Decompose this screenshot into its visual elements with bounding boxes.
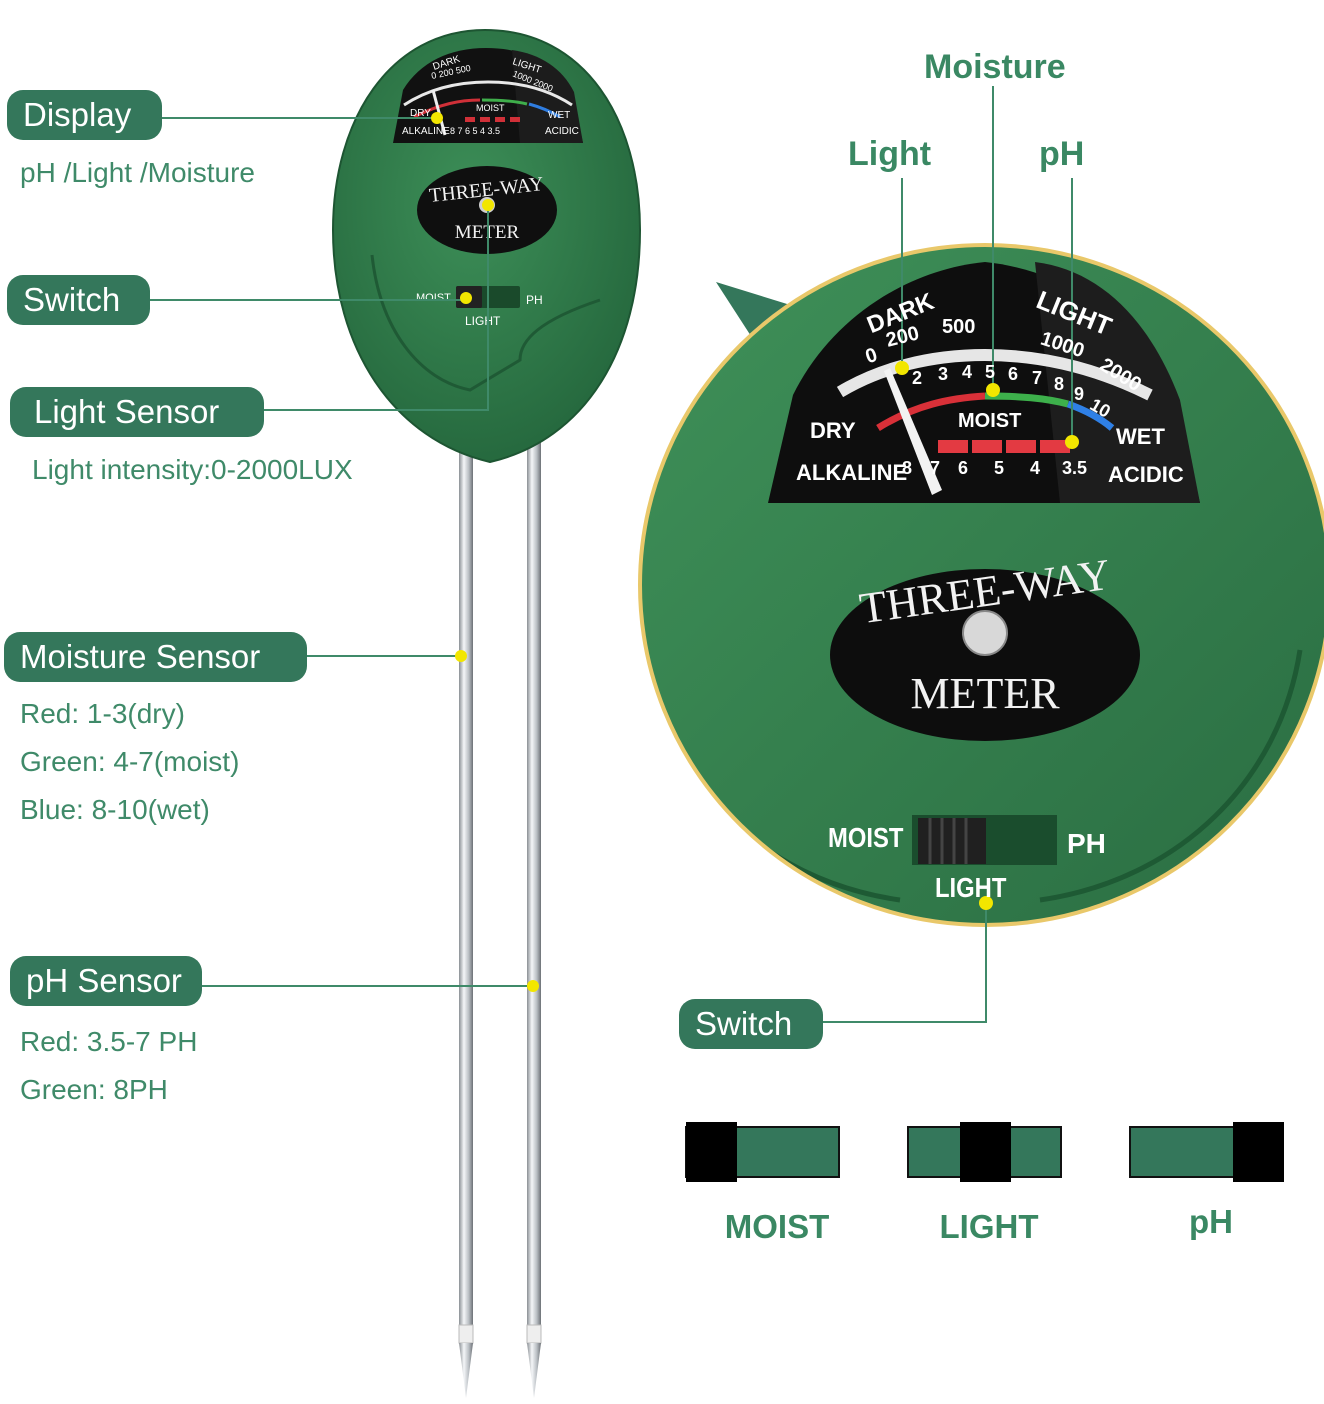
moisture-note-red: Red: 1-3(dry)	[20, 698, 185, 729]
moisture-note-blue: Blue: 8-10(wet)	[20, 794, 210, 825]
svg-text:8 7 6 5 4 3.5: 8 7 6 5 4 3.5	[450, 126, 500, 136]
mode-label-ph: pH	[1189, 1203, 1233, 1240]
ph-note-green: Green: 8PH	[20, 1074, 168, 1105]
zoom-switch-callout: Switch	[679, 999, 823, 1049]
callout-dots	[431, 112, 539, 992]
switch-mode-light	[907, 1122, 1062, 1182]
mode-label-moist: MOIST	[724, 1208, 830, 1245]
moisture-sensor-callout: Moisture Sensor	[4, 632, 307, 682]
svg-text:DRY: DRY	[410, 108, 431, 119]
svg-text:MOIST: MOIST	[416, 292, 451, 304]
moisture-heading: Moisture	[924, 48, 1066, 86]
svg-text:ACIDIC: ACIDIC	[545, 126, 579, 137]
moisture-note-green: Green: 4-7(moist)	[20, 746, 240, 777]
light-sensor-callout: Light Sensor	[10, 387, 264, 437]
svg-text:LIGHT: LIGHT	[465, 314, 501, 328]
switch-mode-moist	[685, 1122, 840, 1182]
display-callout: Display	[7, 90, 162, 140]
svg-text:PH: PH	[526, 293, 543, 307]
ph-sensor-callout: pH Sensor	[10, 956, 202, 1006]
switch-mode-ph	[1129, 1122, 1284, 1182]
ph-heading: pH	[1039, 135, 1085, 173]
zoom-view	[638, 243, 1324, 927]
mode-label-light: LIGHT	[939, 1208, 1039, 1245]
probe-prongs	[458, 420, 542, 1398]
zoom-lines	[823, 86, 1073, 1023]
svg-text:ALKALINE: ALKALINE	[402, 126, 450, 137]
svg-text:WET: WET	[548, 110, 570, 121]
meter-body: DARK 0 200 500 LIGHT 1000 2000 DRY MOIST…	[331, 28, 642, 464]
light-heading: Light	[848, 135, 932, 173]
ph-note-red: Red: 3.5-7 PH	[20, 1026, 198, 1057]
light-sensor-note: Light intensity:0-2000LUX	[32, 454, 353, 485]
display-note: pH /Light /Moisture	[20, 157, 255, 188]
callout-lines	[150, 117, 533, 987]
zoom-dots	[895, 361, 1079, 910]
svg-text:MOIST: MOIST	[476, 103, 505, 113]
switch-callout: Switch	[7, 275, 150, 325]
